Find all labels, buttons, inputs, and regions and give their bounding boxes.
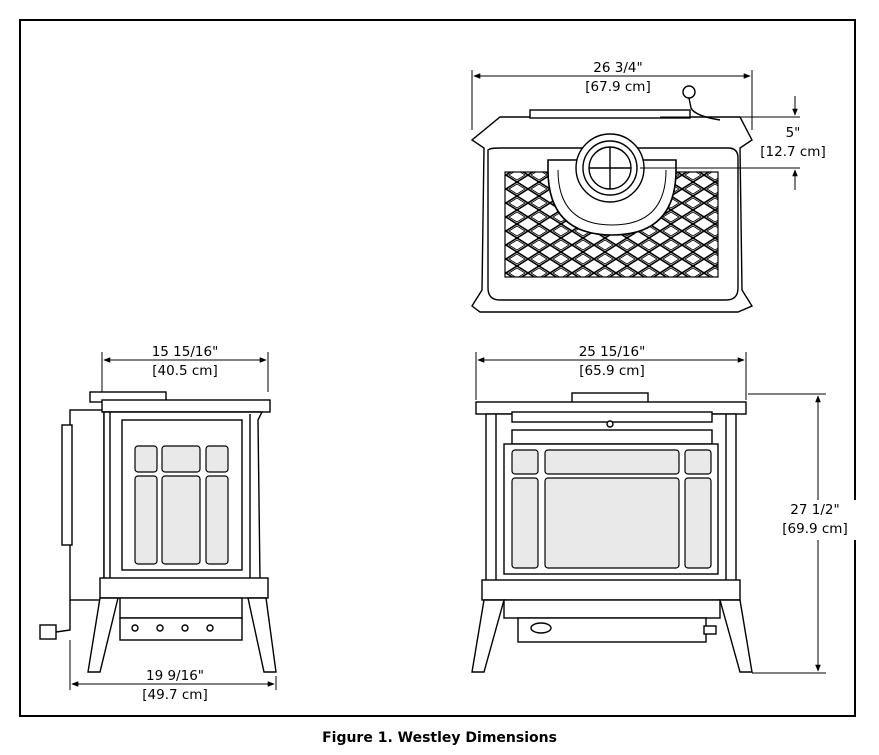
height-cm: [69.9 cm] [782,521,847,537]
top-width-inches: 26 3/4" [593,60,642,76]
side-depth-bottom-cm: [49.7 cm] [142,687,207,703]
front-width-cm: [65.9 cm] [579,363,644,379]
height-inches: 27 1/2" [790,502,839,518]
top-width-cm: [67.9 cm] [585,79,650,95]
side-depth-bottom-inches: 19 9/16" [146,668,204,684]
side-depth-top-inches: 15 15/16" [152,344,219,360]
front-leg-right [719,599,753,673]
front-width-inches: 25 15/16" [579,344,646,360]
figure-frame [19,19,856,717]
side-top-plate [101,399,271,413]
side-leg-left [87,597,119,673]
flue-offset-inches: 5" [786,125,801,141]
top-rear-ledge [529,109,691,119]
top-view: 26 3/4" [67.9 cm] 5" [12.7 cm] [470,60,826,313]
power-plug [39,624,57,640]
side-view: 15 15/16" [40.5 cm] [39,344,277,703]
figure-caption: Figure 1. Westley Dimensions [322,730,557,746]
front-glass-door [544,477,680,569]
probe-knob [682,85,696,99]
side-depth-top-cm: [40.5 cm] [152,363,217,379]
front-leg-left [471,599,505,673]
front-view: 25 15/16" [65.9 cm] 27 1/2" [69. [471,344,858,674]
ash-pan-handle [530,622,552,634]
flue-offset-cm: [12.7 cm] [760,144,825,160]
side-leg-right [247,597,277,673]
